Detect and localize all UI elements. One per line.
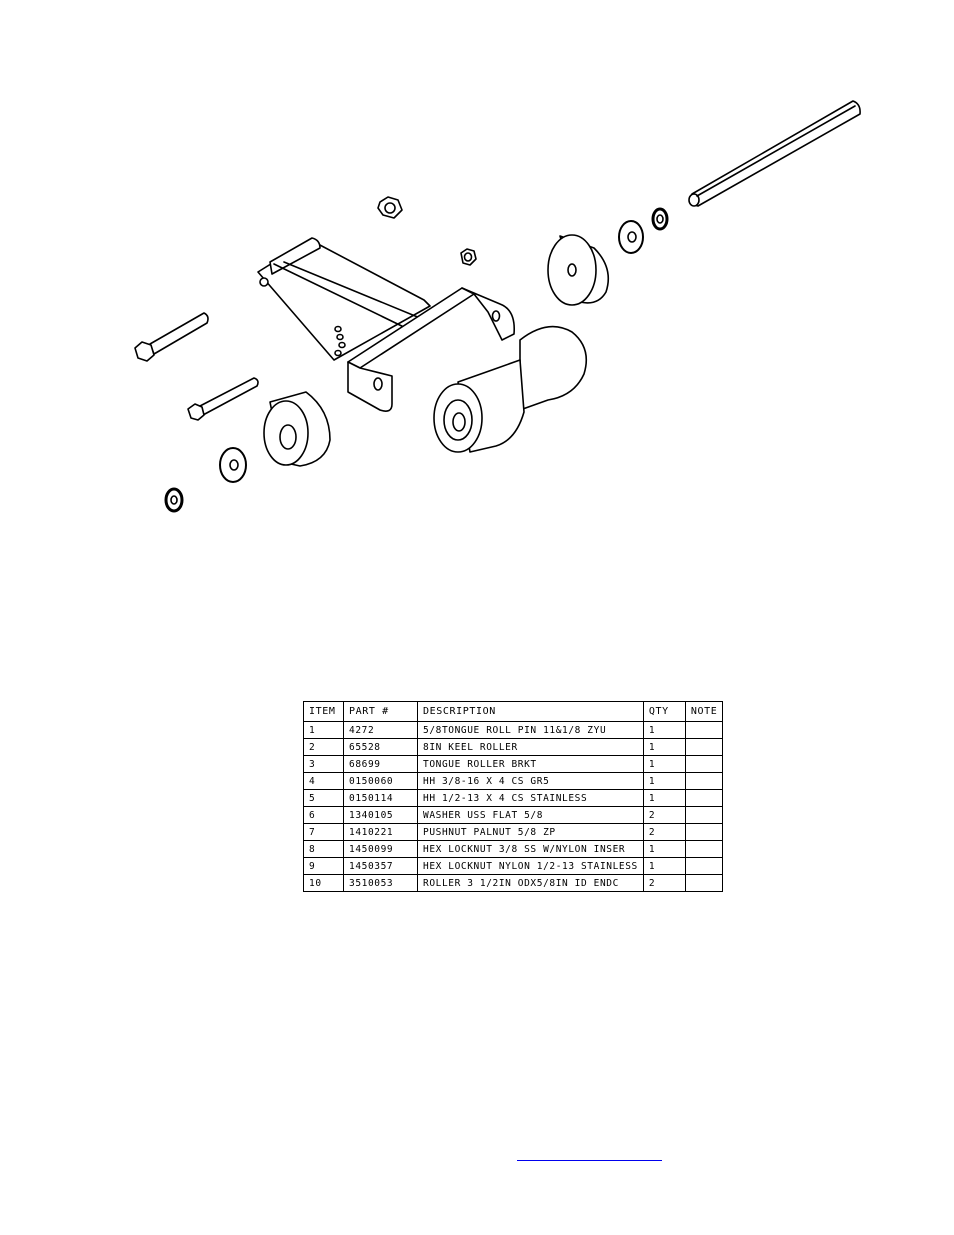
cell-qty: 2 [642, 823, 686, 841]
header-item: ITEM [303, 701, 344, 722]
bill-of-materials-table: ITEM PART # DESCRIPTION QTY NOTE 1 4272 … [303, 701, 724, 892]
cell-note [684, 772, 724, 790]
washer-icon [219, 447, 247, 483]
pushnut-icon [164, 487, 184, 513]
cell-description: TONGUE ROLLER BRKT [417, 755, 644, 773]
table-row: 4 0150060 HH 3/8-16 X 4 CS GR5 1 [303, 772, 724, 790]
cell-part-number: 0150060 [343, 772, 418, 790]
table-header-row: ITEM PART # DESCRIPTION QTY NOTE [303, 701, 724, 722]
table-row: 7 1410221 PUSHNUT PALNUT 5/8 ZP 2 [303, 823, 724, 841]
cell-part-number: 0150114 [343, 789, 418, 807]
header-qty: QTY [642, 701, 686, 722]
cell-item: 6 [303, 806, 344, 824]
hex-nut-icon [377, 196, 403, 219]
cell-part-number: 1340105 [343, 806, 418, 824]
table-row: 8 1450099 HEX LOCKNUT 3/8 SS W/NYLON INS… [303, 840, 724, 858]
cell-note [684, 857, 724, 875]
table-row: 10 3510053 ROLLER 3 1/2IN ODX5/8IN ID EN… [303, 874, 724, 892]
table-row: 9 1450357 HEX LOCKNUT NYLON 1/2-13 STAIN… [303, 857, 724, 875]
cell-description: PUSHNUT PALNUT 5/8 ZP [417, 823, 644, 841]
keel-roller-icon [433, 325, 588, 453]
cell-description: ROLLER 3 1/2IN ODX5/8IN ID ENDC [417, 874, 644, 892]
bolt-icon [134, 312, 209, 362]
cell-note [684, 755, 724, 773]
cell-part-number: 1410221 [343, 823, 418, 841]
cell-qty: 1 [642, 738, 686, 756]
cell-note [684, 789, 724, 807]
cell-note [684, 823, 724, 841]
cell-item: 7 [303, 823, 344, 841]
cell-description: HEX LOCKNUT 3/8 SS W/NYLON INSER [417, 840, 644, 858]
cell-qty: 1 [642, 789, 686, 807]
cell-description: HEX LOCKNUT NYLON 1/2-13 STAINLESS [417, 857, 644, 875]
table-row: 6 1340105 WASHER USS FLAT 5/8 2 [303, 806, 724, 824]
cell-item: 4 [303, 772, 344, 790]
table-row: 1 4272 5/8TONGUE ROLL PIN 11&1/8 ZYU 1 [303, 721, 724, 739]
cell-note [684, 738, 724, 756]
washer-icon [618, 220, 644, 254]
cell-item: 2 [303, 738, 344, 756]
cell-part-number: 68699 [343, 755, 418, 773]
cell-qty: 2 [642, 806, 686, 824]
cell-qty: 1 [642, 857, 686, 875]
cell-qty: 1 [642, 721, 686, 739]
cell-description: HH 3/8-16 X 4 CS GR5 [417, 772, 644, 790]
end-roller-icon [263, 391, 331, 467]
cell-item: 10 [303, 874, 344, 892]
cell-note [684, 874, 724, 892]
pushnut-icon [651, 207, 669, 231]
exploded-assembly-drawing [134, 100, 861, 513]
table-row: 5 0150114 HH 1/2-13 X 4 CS STAINLESS 1 [303, 789, 724, 807]
cell-description: 5/8TONGUE ROLL PIN 11&1/8 ZYU [417, 721, 644, 739]
roll-pin-icon [688, 100, 861, 207]
cell-item: 8 [303, 840, 344, 858]
table-row: 2 65528 8IN KEEL ROLLER 1 [303, 738, 724, 756]
end-roller-icon [547, 234, 610, 306]
cell-part-number: 3510053 [343, 874, 418, 892]
cell-note [684, 806, 724, 824]
cell-description: WASHER USS FLAT 5/8 [417, 806, 644, 824]
cell-qty: 2 [642, 874, 686, 892]
cell-part-number: 1450099 [343, 840, 418, 858]
cell-part-number: 4272 [343, 721, 418, 739]
cell-qty: 1 [642, 755, 686, 773]
footer-link-underline[interactable] [517, 1148, 662, 1161]
cell-part-number: 1450357 [343, 857, 418, 875]
header-description: DESCRIPTION [417, 701, 644, 722]
cell-item: 5 [303, 789, 344, 807]
cell-description: HH 1/2-13 X 4 CS STAINLESS [417, 789, 644, 807]
cell-description: 8IN KEEL ROLLER [417, 738, 644, 756]
table-row: 3 68699 TONGUE ROLLER BRKT 1 [303, 755, 724, 773]
header-part-number: PART # [343, 701, 418, 722]
cell-qty: 1 [642, 840, 686, 858]
cell-item: 1 [303, 721, 344, 739]
bolt-icon [187, 377, 259, 421]
header-note: NOTE [684, 701, 724, 722]
hex-nut-icon [460, 248, 477, 266]
cell-item: 9 [303, 857, 344, 875]
cell-note [684, 721, 724, 739]
bracket-icon [257, 237, 516, 412]
cell-note [684, 840, 724, 858]
cell-item: 3 [303, 755, 344, 773]
cell-part-number: 65528 [343, 738, 418, 756]
cell-qty: 1 [642, 772, 686, 790]
